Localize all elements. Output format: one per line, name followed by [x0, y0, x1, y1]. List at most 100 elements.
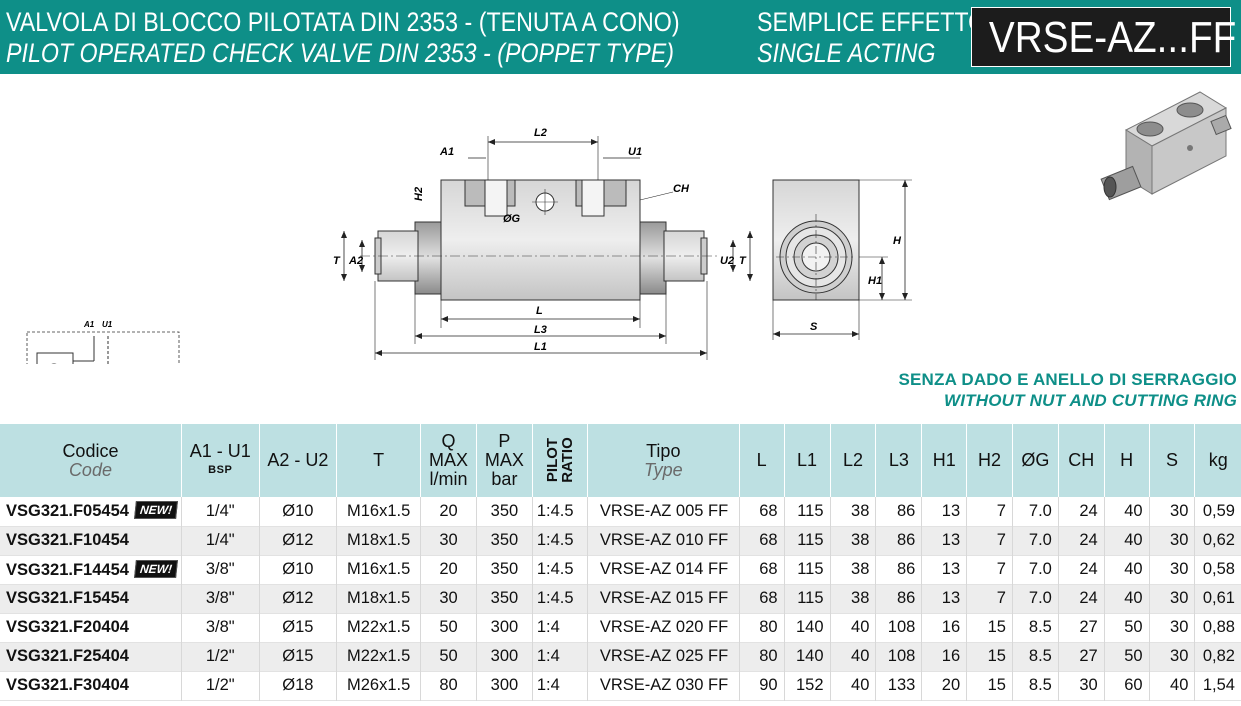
th-l3: L3: [875, 424, 922, 497]
cell-kg: 0,82: [1194, 642, 1241, 671]
th-h: H: [1103, 424, 1150, 497]
th-l1: L1: [783, 424, 831, 497]
cell-t: M22x1.5: [336, 613, 421, 642]
cell-h: 60: [1103, 671, 1150, 700]
cell-h2: 7: [966, 497, 1013, 526]
model-code: VRSE-AZ...FF: [988, 13, 1237, 62]
product-code: VSG321.F15454: [6, 589, 129, 607]
cell-tipo: VRSE-AZ 030 FF: [586, 671, 740, 700]
schema-label-a1: A1: [83, 320, 95, 329]
cell-l3: 108: [875, 613, 922, 642]
dim-label-l: L: [536, 305, 543, 317]
cell-l2: 40: [829, 671, 876, 700]
cell-q: 20: [420, 497, 477, 526]
cell-t: M22x1.5: [336, 642, 421, 671]
cell-s: 30: [1148, 555, 1195, 584]
cell-tipo: VRSE-AZ 025 FF: [586, 642, 740, 671]
cell-h1: 13: [921, 526, 967, 555]
cell-a2u2: Ø12: [258, 526, 337, 555]
th-l: L: [738, 424, 785, 497]
cell-l1: 115: [783, 526, 831, 555]
dim-label-l2: L2: [534, 127, 547, 139]
cell-l2: 38: [829, 584, 876, 613]
dim-label-a1: A1: [439, 146, 454, 158]
th-s: S: [1148, 424, 1195, 497]
note-italian: SENZA DADO E ANELLO DI SERRAGGIO: [898, 370, 1237, 389]
dim-label-t-right: T: [739, 255, 747, 267]
cell-p: 300: [475, 613, 533, 642]
cell-code: VSG321.F15454: [0, 584, 182, 613]
cell-a1u1: 3/8": [180, 613, 260, 642]
cell-code: VSG321.F20404: [0, 613, 181, 642]
th-l2: L2: [829, 424, 876, 497]
new-badge: NEW!: [133, 501, 178, 520]
cell-s: 30: [1148, 584, 1195, 613]
cell-a1u1: 1/2": [180, 642, 260, 671]
cell-h: 40: [1103, 526, 1150, 555]
cell-tipo: VRSE-AZ 005 FF: [586, 497, 740, 526]
mode-italian: SEMPLICE EFFETTO: [757, 7, 987, 37]
cell-h1: 13: [921, 497, 967, 526]
cell-h2: 7: [966, 555, 1013, 584]
cell-g: 7.0: [1011, 584, 1059, 613]
cell-h1: 13: [921, 555, 967, 584]
cell-l3: 108: [875, 642, 922, 671]
cell-ch: 24: [1057, 555, 1105, 584]
cell-q: 30: [420, 526, 477, 555]
cell-code: VSG321.F25404: [0, 642, 182, 671]
th-h2: H2: [966, 424, 1013, 497]
cell-a2u2: Ø15: [258, 613, 337, 642]
dim-label-t-left: T: [333, 255, 341, 267]
dim-label-s: S: [810, 321, 818, 333]
cell-g: 8.5: [1011, 642, 1059, 671]
cell-ch: 24: [1057, 584, 1105, 613]
cell-h: 40: [1103, 497, 1150, 526]
cell-l3: 133: [875, 671, 922, 700]
cell-a1u1: 1/4": [180, 526, 260, 555]
cell-h: 50: [1103, 642, 1150, 671]
product-code: VSG321.F14454: [6, 560, 129, 579]
cell-a1u1: 1/2": [180, 671, 260, 700]
cell-ratio: 1:4.5: [531, 497, 588, 526]
model-code-box: VRSE-AZ...FF: [971, 7, 1236, 67]
cell-l2: 40: [829, 613, 876, 642]
dim-label-l1: L1: [534, 341, 547, 353]
schema-label-u1: U1: [102, 320, 113, 329]
cell-t: M26x1.5: [336, 671, 421, 700]
cell-p: 300: [475, 671, 533, 700]
cell-t: M16x1.5: [336, 555, 421, 584]
cell-h1: 13: [921, 584, 967, 613]
cell-kg: 0,88: [1194, 613, 1241, 642]
cell-l2: 38: [829, 555, 876, 584]
technical-drawing: L2 A1 U1 H2 CH ØG T A2 U2 T L L3 L1: [26, 91, 1232, 364]
cell-a1u1: 1/4": [180, 497, 260, 526]
cell-s: 30: [1148, 526, 1195, 555]
cell-s: 30: [1148, 613, 1195, 642]
cell-kg: 1,54: [1194, 671, 1241, 700]
cell-kg: 0,58: [1194, 555, 1241, 584]
cell-l2: 40: [829, 642, 876, 671]
cell-l1: 140: [783, 613, 831, 642]
cell-code: VSG321.F10454: [0, 526, 182, 555]
dim-label-u2: U2: [720, 255, 734, 267]
cell-h1: 20: [921, 671, 967, 700]
cell-a1u1: 3/8": [180, 555, 260, 584]
cell-t: M18x1.5: [336, 526, 421, 555]
cell-ratio: 1:4.5: [531, 555, 588, 584]
cell-h2: 15: [966, 671, 1013, 700]
cell-l1: 152: [783, 671, 831, 700]
cell-ch: 30: [1057, 671, 1105, 700]
th-h1: H1: [921, 424, 967, 497]
cell-l: 68: [738, 497, 785, 526]
hydraulic-schema: A1 U1 A2 U2: [26, 320, 180, 364]
th-g: ØG: [1011, 424, 1059, 497]
header-bar: VALVOLA DI BLOCCO PILOTATA DIN 2353 - (T…: [0, 0, 1241, 74]
